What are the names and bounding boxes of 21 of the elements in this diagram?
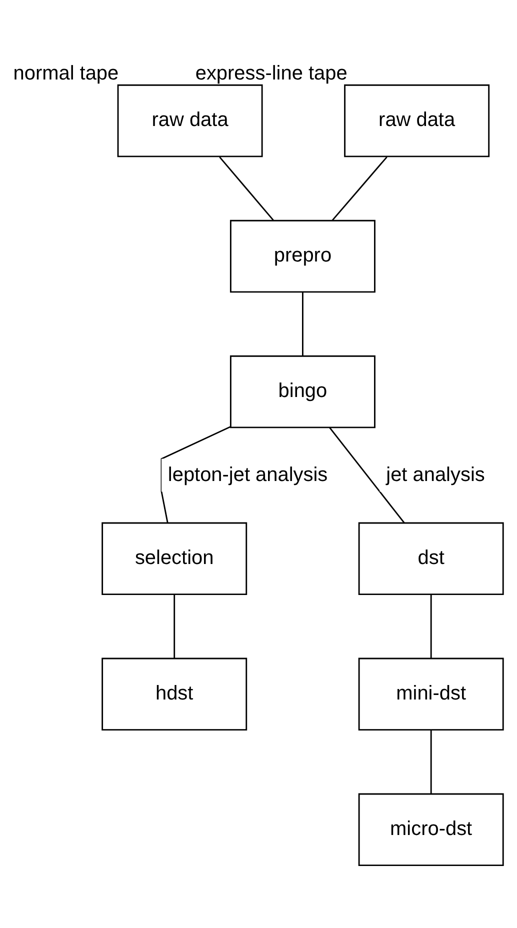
edge-label: lepton-jet analysis: [168, 464, 328, 486]
node-box: bingo: [230, 354, 376, 428]
node-box: raw data: [117, 84, 263, 157]
node-box: prepro: [230, 219, 376, 292]
connector: [160, 426, 231, 522]
connector: [332, 156, 388, 220]
connector: [174, 594, 176, 658]
node-box: hdst: [102, 657, 248, 730]
node-label: normal tape: [13, 62, 119, 84]
connector: [430, 730, 432, 794]
connector: [430, 594, 432, 658]
node-box: raw data: [344, 84, 490, 157]
connector: [329, 426, 405, 523]
node-box: dst: [358, 522, 504, 594]
edge-label: jet analysis: [386, 464, 485, 486]
node-label: express-line tape: [195, 62, 348, 84]
connector: [219, 156, 274, 220]
node-box: selection: [102, 522, 248, 594]
node-box: micro-dst: [358, 792, 504, 866]
node-box: mini-dst: [358, 657, 504, 730]
connector: [302, 292, 304, 356]
